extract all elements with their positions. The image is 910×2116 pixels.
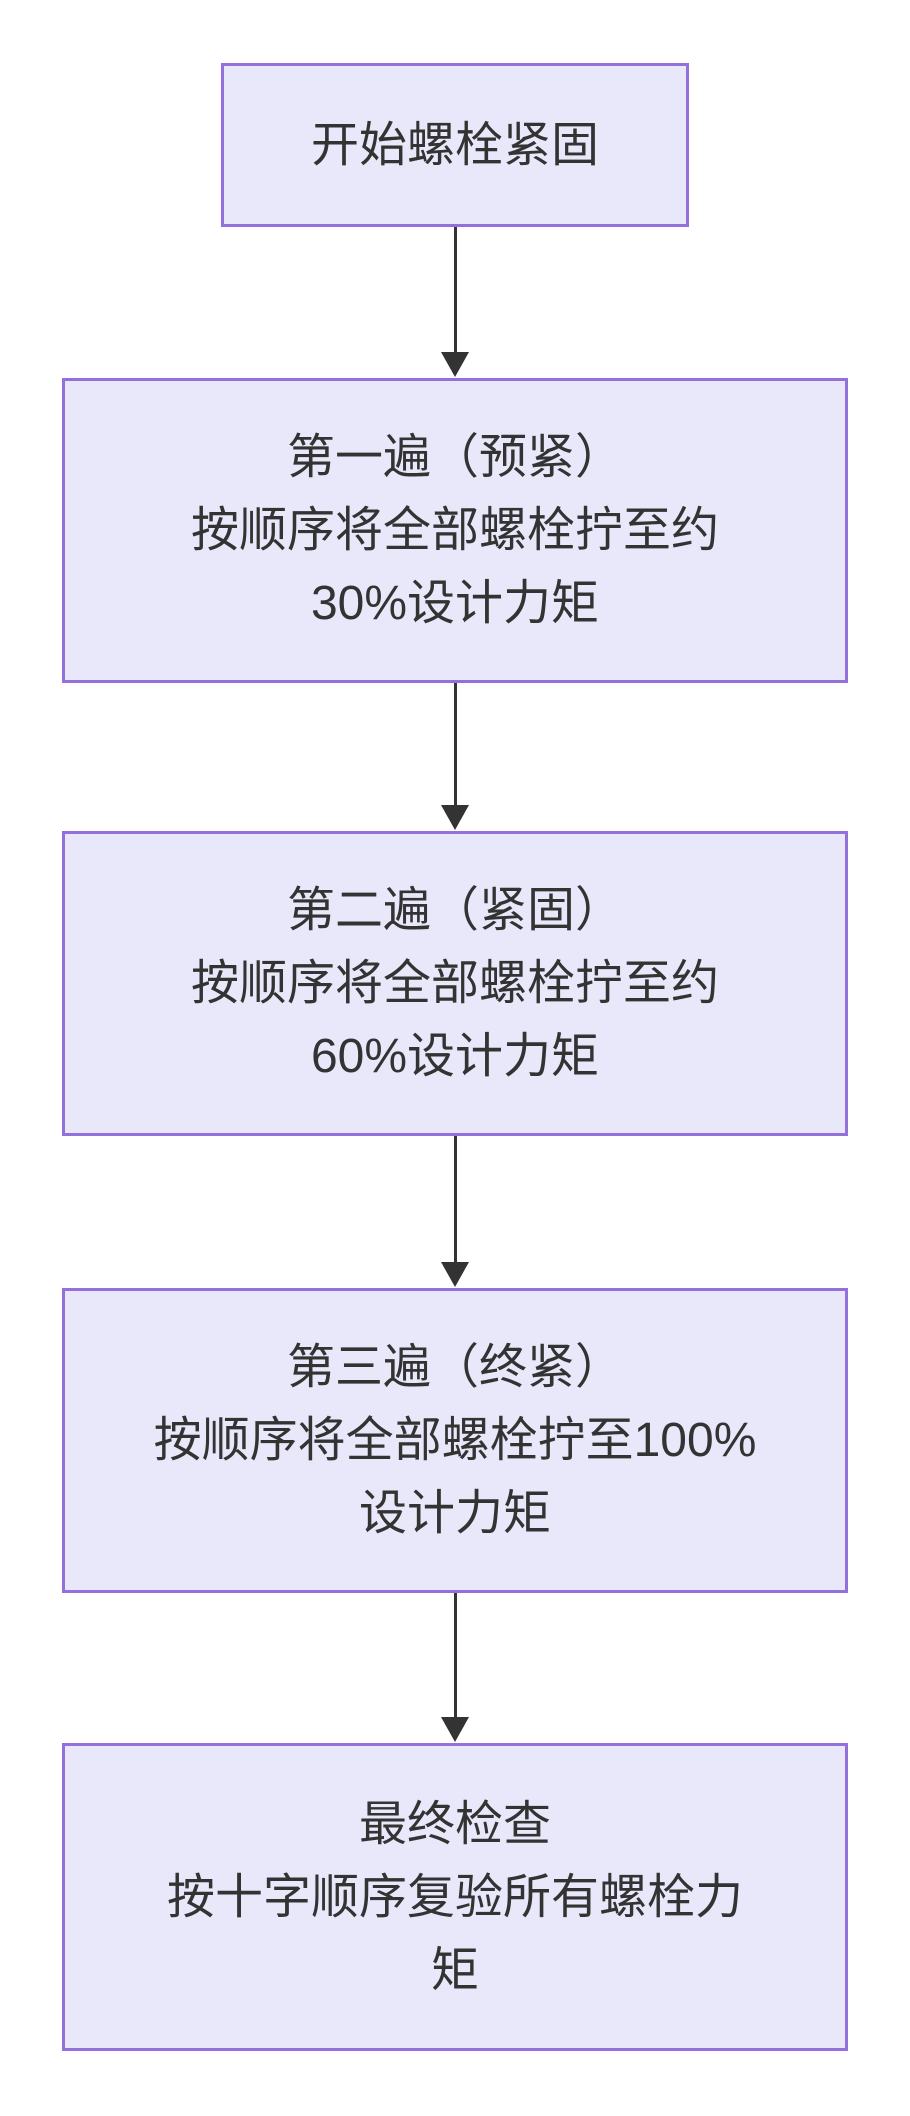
arrow-shaft	[453, 1593, 457, 1717]
node-text-line: 第三遍（终紧）	[286, 1341, 623, 1394]
arrow-pass3-to-final-check	[440, 1593, 470, 1742]
arrowhead-down-icon	[441, 352, 469, 377]
node-text-line: 按顺序将全部螺栓拧至100%	[153, 1414, 757, 1467]
node-text-line: 开始螺栓紧固	[310, 118, 599, 172]
arrow-pass1-to-pass2	[440, 683, 470, 830]
arrowhead-down-icon	[441, 805, 469, 830]
flow-node-pass-2: 第二遍（紧固） 按顺序将全部螺栓拧至约 60%设计力矩	[62, 831, 848, 1136]
arrow-start-to-pass1	[440, 227, 470, 377]
flow-node-start: 开始螺栓紧固	[221, 63, 689, 227]
arrow-shaft	[453, 683, 457, 805]
node-text-line: 最终检查	[358, 1797, 551, 1851]
flow-node-pass-3: 第三遍（终紧） 按顺序将全部螺栓拧至100% 设计力矩	[62, 1288, 848, 1593]
node-text-line: 按顺序将全部螺栓拧至约	[190, 504, 719, 557]
arrow-pass2-to-pass3	[440, 1136, 470, 1287]
node-text-line: 按十字顺序复验所有螺栓力	[166, 1870, 743, 1924]
flow-node-final-check: 最终检查 按十字顺序复验所有螺栓力 矩	[62, 1743, 848, 2051]
node-text-line: 60%设计力矩	[310, 1030, 600, 1083]
node-text-line: 设计力矩	[358, 1487, 551, 1540]
node-text-line: 第一遍（预紧）	[286, 431, 623, 484]
arrowhead-down-icon	[441, 1717, 469, 1742]
arrow-shaft	[453, 227, 457, 352]
node-text-line: 30%设计力矩	[310, 577, 600, 630]
arrowhead-down-icon	[441, 1262, 469, 1287]
arrow-shaft	[453, 1136, 457, 1262]
node-text-line: 矩	[430, 1943, 479, 1997]
flow-node-pass-1: 第一遍（预紧） 按顺序将全部螺栓拧至约 30%设计力矩	[62, 378, 848, 683]
node-text-line: 按顺序将全部螺栓拧至约	[190, 957, 719, 1010]
node-text-line: 第二遍（紧固）	[286, 884, 623, 937]
